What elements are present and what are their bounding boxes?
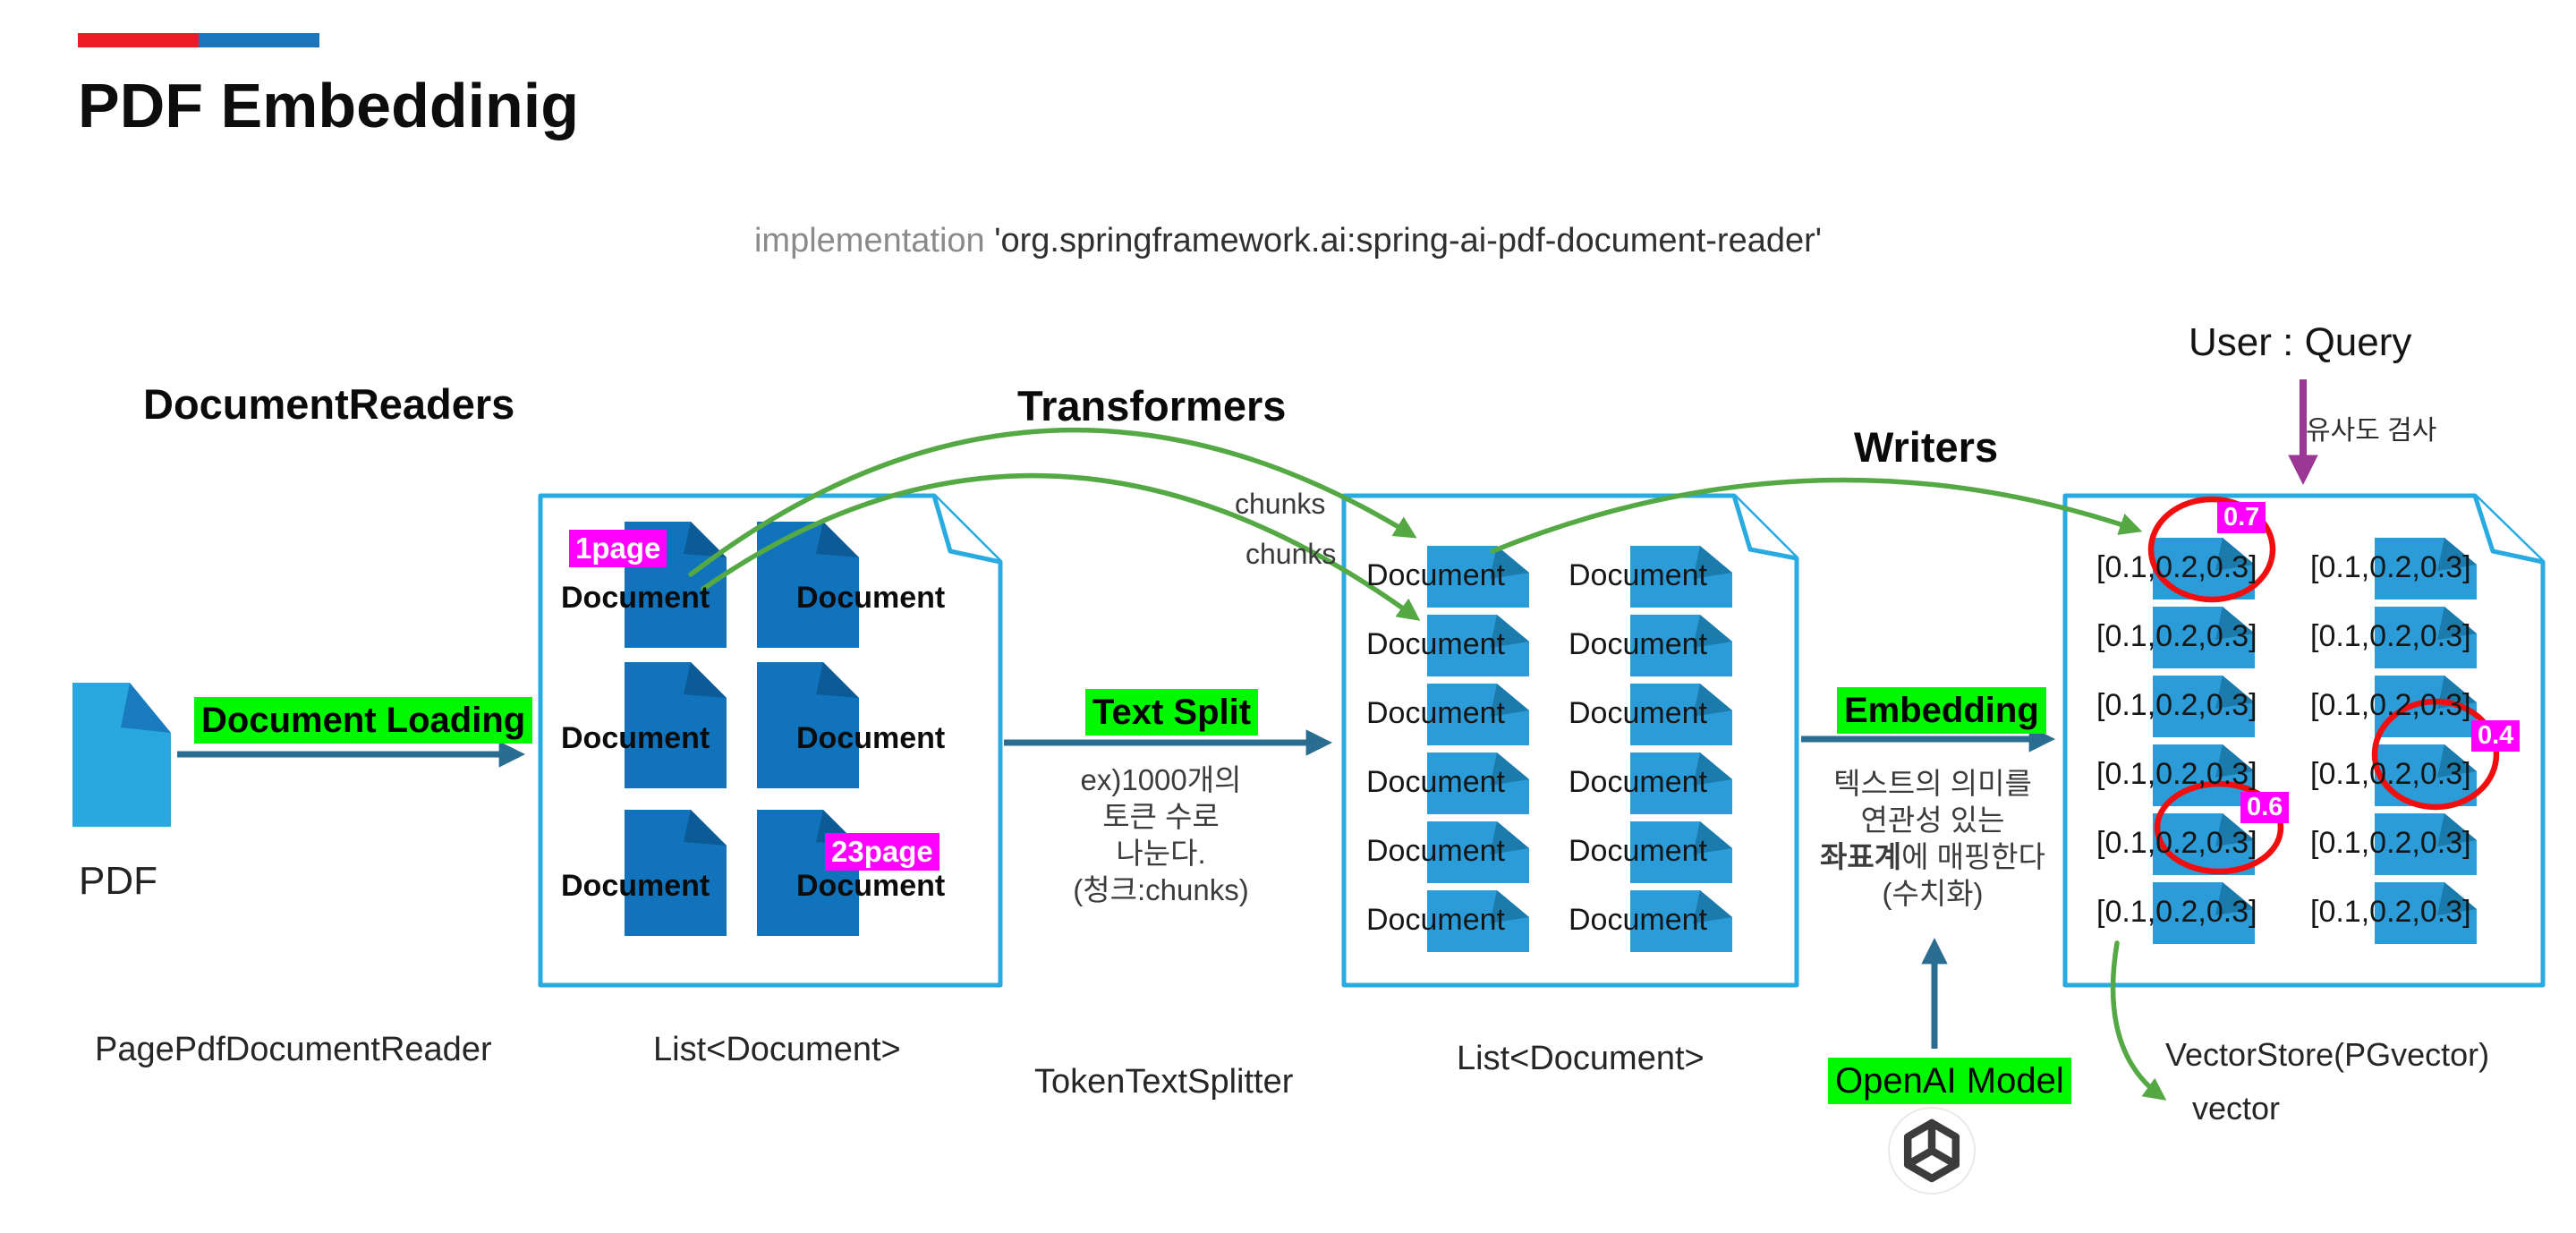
vector-value: [0.1,0.2,0.3] (2096, 688, 2257, 722)
similarity-score-bottom: 0.6 (2240, 792, 2290, 823)
embedding-note-line: 연관성 있는 (1860, 804, 2005, 837)
split-note: ex)1000개의 토큰 수로 나눈다. (청크:chunks) (1038, 761, 1284, 908)
chunk-document-label: Document (1569, 696, 1707, 730)
similarity-circle-top (2147, 496, 2276, 603)
embedding-note-line: 텍스트의 의미를 (1833, 767, 2032, 800)
page-title: PDF Embeddinig (78, 71, 579, 140)
chunk-document-label: Document (1366, 765, 1505, 799)
vector-value: [0.1,0.2,0.3] (2310, 895, 2471, 929)
section-document-readers: DocumentReaders (143, 380, 515, 428)
first-page-tag: 1page (569, 530, 667, 567)
chunk-document-label: Document (1569, 627, 1707, 661)
chunk-document-label: Document (1366, 558, 1505, 592)
vector-store-box (2062, 493, 2546, 988)
document-label: Document (561, 869, 710, 903)
split-note-line: 토큰 수로 (1102, 800, 1220, 833)
vector-value: [0.1,0.2,0.3] (2096, 619, 2257, 653)
text-split-label: Text Split (1085, 689, 1259, 736)
caption-vector: vector (2192, 1090, 2281, 1127)
vector-value: [0.1,0.2,0.3] (2310, 550, 2471, 584)
caption-page-pdf-document-reader: PagePdfDocumentReader (95, 1031, 492, 1068)
caption-list-document-1: List<Document> (653, 1031, 901, 1068)
vector-value: [0.1,0.2,0.3] (2310, 757, 2471, 791)
pdf-label: PDF (79, 859, 157, 903)
vector-value: [0.1,0.2,0.3] (2096, 895, 2257, 929)
embedding-note-rest: 에 매핑한다 (1901, 840, 2046, 873)
document-label: Document (796, 721, 946, 755)
document-label: Document (561, 581, 710, 615)
implementation-artifact: 'org.springframework.ai:spring-ai-pdf-do… (994, 222, 1823, 259)
vector-value: [0.1,0.2,0.3] (2310, 688, 2471, 722)
last-page-tag: 23page (825, 833, 939, 871)
similarity-score-top: 0.7 (2217, 502, 2266, 533)
middle-list-box-fold (1731, 495, 1798, 561)
implementation-line: implementation 'org.springframework.ai:s… (754, 222, 1822, 260)
accent-bar-blue (199, 33, 319, 47)
similarity-circle-bottom (2154, 780, 2284, 875)
split-note-line: (청크:chunks) (1073, 873, 1249, 906)
vector-arrow (2110, 940, 2167, 1101)
similarity-check-label: 유사도 검사 (2306, 416, 2437, 446)
embedding-note-line: (수치화) (1882, 877, 1984, 910)
section-transformers: Transformers (1017, 382, 1287, 429)
chunks-label-top: chunks (1235, 488, 1326, 520)
embedding-note-line: 좌표계에 매핑한다 (1803, 838, 2062, 875)
chunk-document-label: Document (1366, 903, 1505, 937)
write-arrow (1490, 477, 2143, 554)
vector-value: [0.1,0.2,0.3] (2310, 826, 2471, 860)
chunks-label-bottom: chunks (1245, 538, 1337, 570)
chunk-document-label: Document (1366, 696, 1505, 730)
embedding-note-bold: 좌표계 (1819, 840, 1902, 873)
chunk-document-label: Document (1366, 834, 1505, 868)
similarity-circle-middle (2371, 698, 2500, 811)
left-list-box-fold (931, 495, 1001, 565)
vector-store-box-fold (2472, 495, 2544, 565)
caption-vector-store: VectorStore(PGvector) (2165, 1036, 2490, 1073)
document-loading-label: Document Loading (194, 697, 533, 744)
openai-logo-icon (1888, 1107, 1976, 1195)
vector-value: [0.1,0.2,0.3] (2096, 757, 2257, 791)
document-label: Document (796, 869, 946, 903)
left-list-box (538, 493, 1003, 988)
caption-list-document-2: List<Document> (1457, 1040, 1705, 1077)
embedding-note: 텍스트의 의미를 연관성 있는 좌표계에 매핑한다 (수치화) (1803, 765, 2062, 912)
accent-bar-red (78, 33, 199, 47)
chunk-arrow-bottom (701, 472, 1421, 621)
vector-value: [0.1,0.2,0.3] (2096, 826, 2257, 860)
user-query-label: User : Query (2189, 320, 2412, 364)
section-writers: Writers (1854, 423, 1999, 471)
chunk-document-label: Document (1569, 834, 1707, 868)
caption-token-text-splitter: TokenTextSplitter (1034, 1063, 1294, 1101)
chunk-document-label: Document (1569, 903, 1707, 937)
embedding-label: Embedding (1837, 687, 2046, 734)
openai-model-label: OpenAI Model (1828, 1058, 2071, 1104)
pdf-file-icon (72, 683, 171, 827)
chunk-document-label: Document (1569, 558, 1707, 592)
split-note-line: 나눈다. (1116, 837, 1206, 870)
split-note-line: ex)1000개의 (1080, 763, 1242, 796)
vector-value: [0.1,0.2,0.3] (2096, 550, 2257, 584)
implementation-keyword: implementation (753, 222, 995, 259)
chunk-document-label: Document (1366, 627, 1505, 661)
chunk-arrow-top (688, 427, 1417, 577)
vector-value: [0.1,0.2,0.3] (2310, 619, 2471, 653)
chunk-document-label: Document (1569, 765, 1707, 799)
document-label: Document (796, 581, 946, 615)
document-label: Document (561, 721, 710, 755)
similarity-score-middle: 0.4 (2471, 720, 2521, 752)
